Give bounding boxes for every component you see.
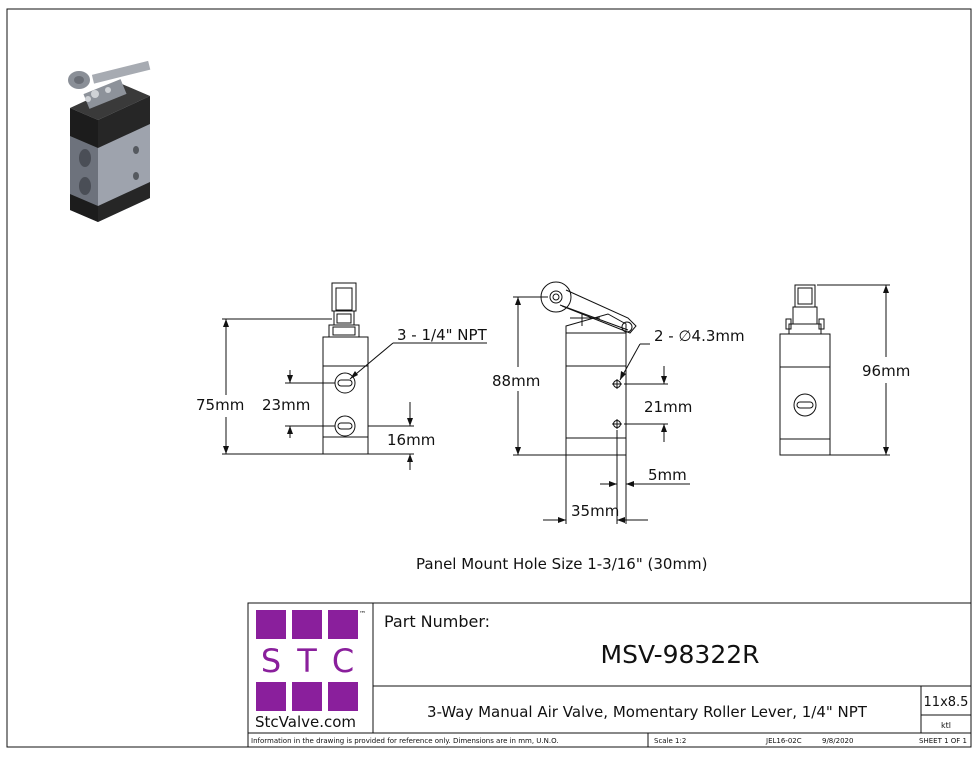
paper-size: 11x8.5 xyxy=(924,695,969,710)
rear-view xyxy=(779,284,890,456)
disclaimer: Information in the drawing is provided f… xyxy=(251,737,559,745)
rear-view-arrows xyxy=(883,285,889,455)
side-view-arrows xyxy=(515,297,667,523)
dim-mount-holes: 2 - ∅4.3mm xyxy=(654,327,745,345)
dim-front-height: 75mm xyxy=(196,396,244,414)
panel-mount-note: Panel Mount Hole Size 1-3/16" (30mm) xyxy=(416,555,708,573)
sheet-number: SHEET 1 OF 1 xyxy=(919,737,967,745)
stc-logo: S T C ™ xyxy=(256,610,366,711)
front-view-arrows xyxy=(223,319,413,462)
logo-site: StcValve.com xyxy=(255,713,356,731)
dim-body-width: 35mm xyxy=(571,502,619,520)
part-number: MSV-98322R xyxy=(601,640,760,669)
front-view xyxy=(222,282,487,470)
drawing-number: JEL16-02C xyxy=(765,737,802,745)
dim-port-bottom: 16mm xyxy=(387,431,435,449)
logo-letter-c: C xyxy=(332,642,354,680)
drawn-by: ktl xyxy=(941,721,951,730)
part-number-label: Part Number: xyxy=(384,612,490,631)
dim-hole-offset: 5mm xyxy=(648,466,687,484)
title-block xyxy=(247,602,972,748)
dim-rear-height: 96mm xyxy=(862,362,910,380)
dim-port-thread: 3 - 1/4" NPT xyxy=(397,326,488,344)
dim-hole-spacing: 21mm xyxy=(644,398,692,416)
sheet-border xyxy=(6,8,972,748)
logo-tm: ™ xyxy=(359,610,366,618)
logo-letter-t: T xyxy=(296,642,317,680)
dim-port-spacing: 23mm xyxy=(262,396,310,414)
part-description: 3-Way Manual Air Valve, Momentary Roller… xyxy=(427,703,868,721)
scale: Scale 1:2 xyxy=(654,737,686,745)
dim-side-height: 88mm xyxy=(492,372,540,390)
isometric-valve-image xyxy=(68,60,151,222)
drawing-date: 9/8/2020 xyxy=(822,737,853,745)
logo-letter-s: S xyxy=(261,642,281,680)
